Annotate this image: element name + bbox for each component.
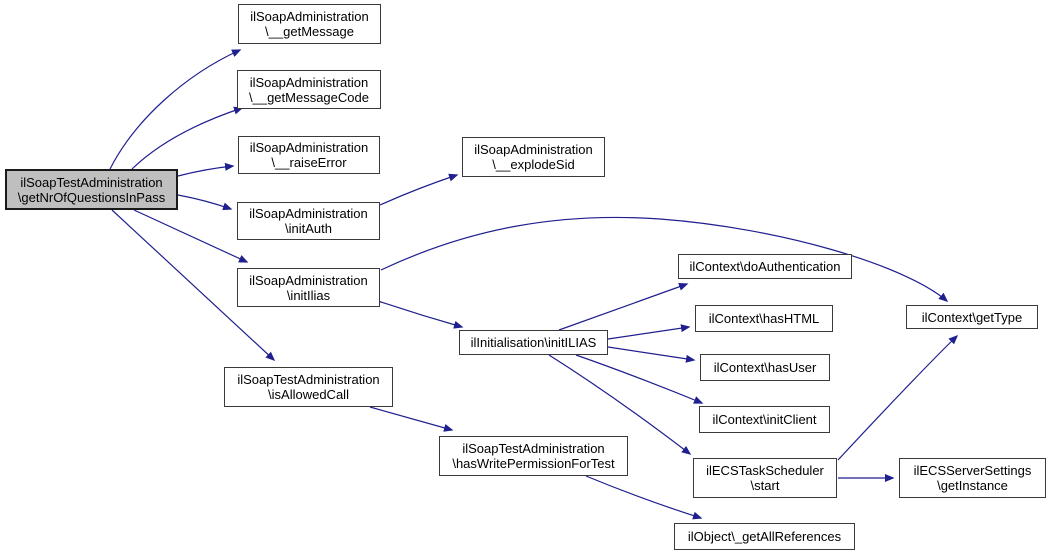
edge-initAuth-to-explodeSid — [379, 173, 459, 206]
edge-isAllowedCall-to-hasWritePermissionForTest — [369, 406, 454, 432]
node-label-line: \isAllowedCall — [268, 387, 349, 402]
edge-ecsTaskSchedulerStart-to-getType — [837, 334, 959, 461]
edge-getNrOfQuestionsInPass-to-initIlias — [133, 209, 249, 263]
node-label-line: \getNrOfQuestionsInPass — [17, 189, 166, 205]
node-hasUser[interactable]: ilContext\hasUser — [700, 354, 830, 381]
edge-initILIAS-to-initClient — [575, 354, 704, 404]
edge-initILIAS-to-hasHTML — [607, 324, 691, 340]
node-initClient[interactable]: ilContext\initClient — [699, 406, 830, 433]
node-label-line: ilECSServerSettings — [913, 463, 1032, 478]
node-getType[interactable]: ilContext\getType — [906, 305, 1038, 329]
node-label-line: ilSoapAdministration — [249, 140, 369, 155]
node-label-line: ilObject\_getAllReferences — [687, 529, 842, 544]
node-label-line: \start — [750, 478, 780, 493]
node-label-line: ilContext\doAuthentication — [689, 259, 841, 274]
node-label-line: ilSoapTestAdministration — [20, 174, 163, 190]
node-label-line: ilSoapAdministration — [249, 206, 368, 221]
node-label-line: \__getMessageCode — [249, 89, 369, 105]
node-doAuthentication[interactable]: ilContext\doAuthentication — [678, 254, 852, 279]
node-initIlias[interactable]: ilSoapAdministration\initIlias — [237, 268, 380, 307]
edge-getNrOfQuestionsInPass-to-getMessageCode — [131, 106, 244, 170]
node-label-line: ilContext\initClient — [712, 412, 817, 427]
node-label-line: ilInitialisation\initILIAS — [470, 335, 597, 350]
node-getMessage[interactable]: ilSoapAdministration\__getMessage — [238, 4, 381, 44]
node-hasWritePermissionForTest[interactable]: ilSoapTestAdministration\hasWritePermiss… — [439, 436, 628, 476]
node-explodeSid[interactable]: ilSoapAdministration\__explodeSid — [462, 137, 605, 177]
node-label-line: ilContext\hasHTML — [708, 311, 820, 326]
node-label-line: \hasWritePermissionForTest — [452, 456, 615, 471]
node-label-line: ilSoapAdministration — [474, 142, 593, 157]
node-label-line: \initAuth — [285, 221, 332, 236]
edge-initILIAS-to-ecsTaskSchedulerStart — [548, 354, 692, 455]
edge-initIlias-to-initILIAS — [377, 300, 464, 329]
node-initAuth[interactable]: ilSoapAdministration\initAuth — [237, 202, 380, 240]
edge-getNrOfQuestionsInPass-to-raiseError — [177, 162, 235, 177]
node-label-line: ilSoapAdministration — [249, 272, 368, 288]
node-hasHTML[interactable]: ilContext\hasHTML — [695, 305, 833, 332]
edge-hasWritePermissionForTest-to-getAllReferences — [585, 475, 703, 520]
node-label-line: \__explodeSid — [492, 157, 575, 172]
node-label-line: ilContext\hasUser — [713, 360, 817, 375]
node-ecsServerSettingsGetInstance[interactable]: ilECSServerSettings\getInstance — [899, 458, 1046, 498]
node-label-line: ilSoapAdministration — [250, 9, 369, 24]
node-label-line: ilContext\getType — [921, 309, 1023, 325]
node-initILIAS[interactable]: ilInitialisation\initILIAS — [459, 330, 608, 355]
node-label-line: \__getMessage — [265, 24, 354, 39]
node-isAllowedCall[interactable]: ilSoapTestAdministration\isAllowedCall — [224, 367, 393, 407]
node-raiseError[interactable]: ilSoapAdministration\__raiseError — [238, 136, 380, 174]
node-label-line: ilSoapAdministration — [249, 74, 369, 90]
edge-initILIAS-to-doAuthentication — [558, 282, 689, 331]
node-label-line: ilECSTaskScheduler — [706, 463, 824, 478]
edge-getNrOfQuestionsInPass-to-getMessage — [109, 49, 242, 170]
node-label-line: \getInstance — [937, 478, 1008, 493]
edge-getNrOfQuestionsInPass-to-initAuth — [177, 194, 233, 211]
node-getAllReferences[interactable]: ilObject\_getAllReferences — [674, 523, 855, 550]
node-ecsTaskSchedulerStart[interactable]: ilECSTaskScheduler\start — [693, 458, 837, 498]
node-label-line: ilSoapTestAdministration — [462, 441, 605, 456]
node-label-line: \initIlias — [286, 287, 331, 303]
node-getMessageCode[interactable]: ilSoapAdministration\__getMessageCode — [237, 70, 381, 109]
edge-initILIAS-to-hasUser — [607, 346, 696, 363]
node-label-line: ilSoapTestAdministration — [237, 372, 380, 387]
node-label-line: \__raiseError — [271, 155, 347, 170]
edge-initIlias-to-getType — [380, 216, 949, 302]
edge-getNrOfQuestionsInPass-to-isAllowedCall — [111, 209, 276, 362]
node-getNrOfQuestionsInPass: ilSoapTestAdministration\getNrOfQuestion… — [5, 169, 178, 210]
